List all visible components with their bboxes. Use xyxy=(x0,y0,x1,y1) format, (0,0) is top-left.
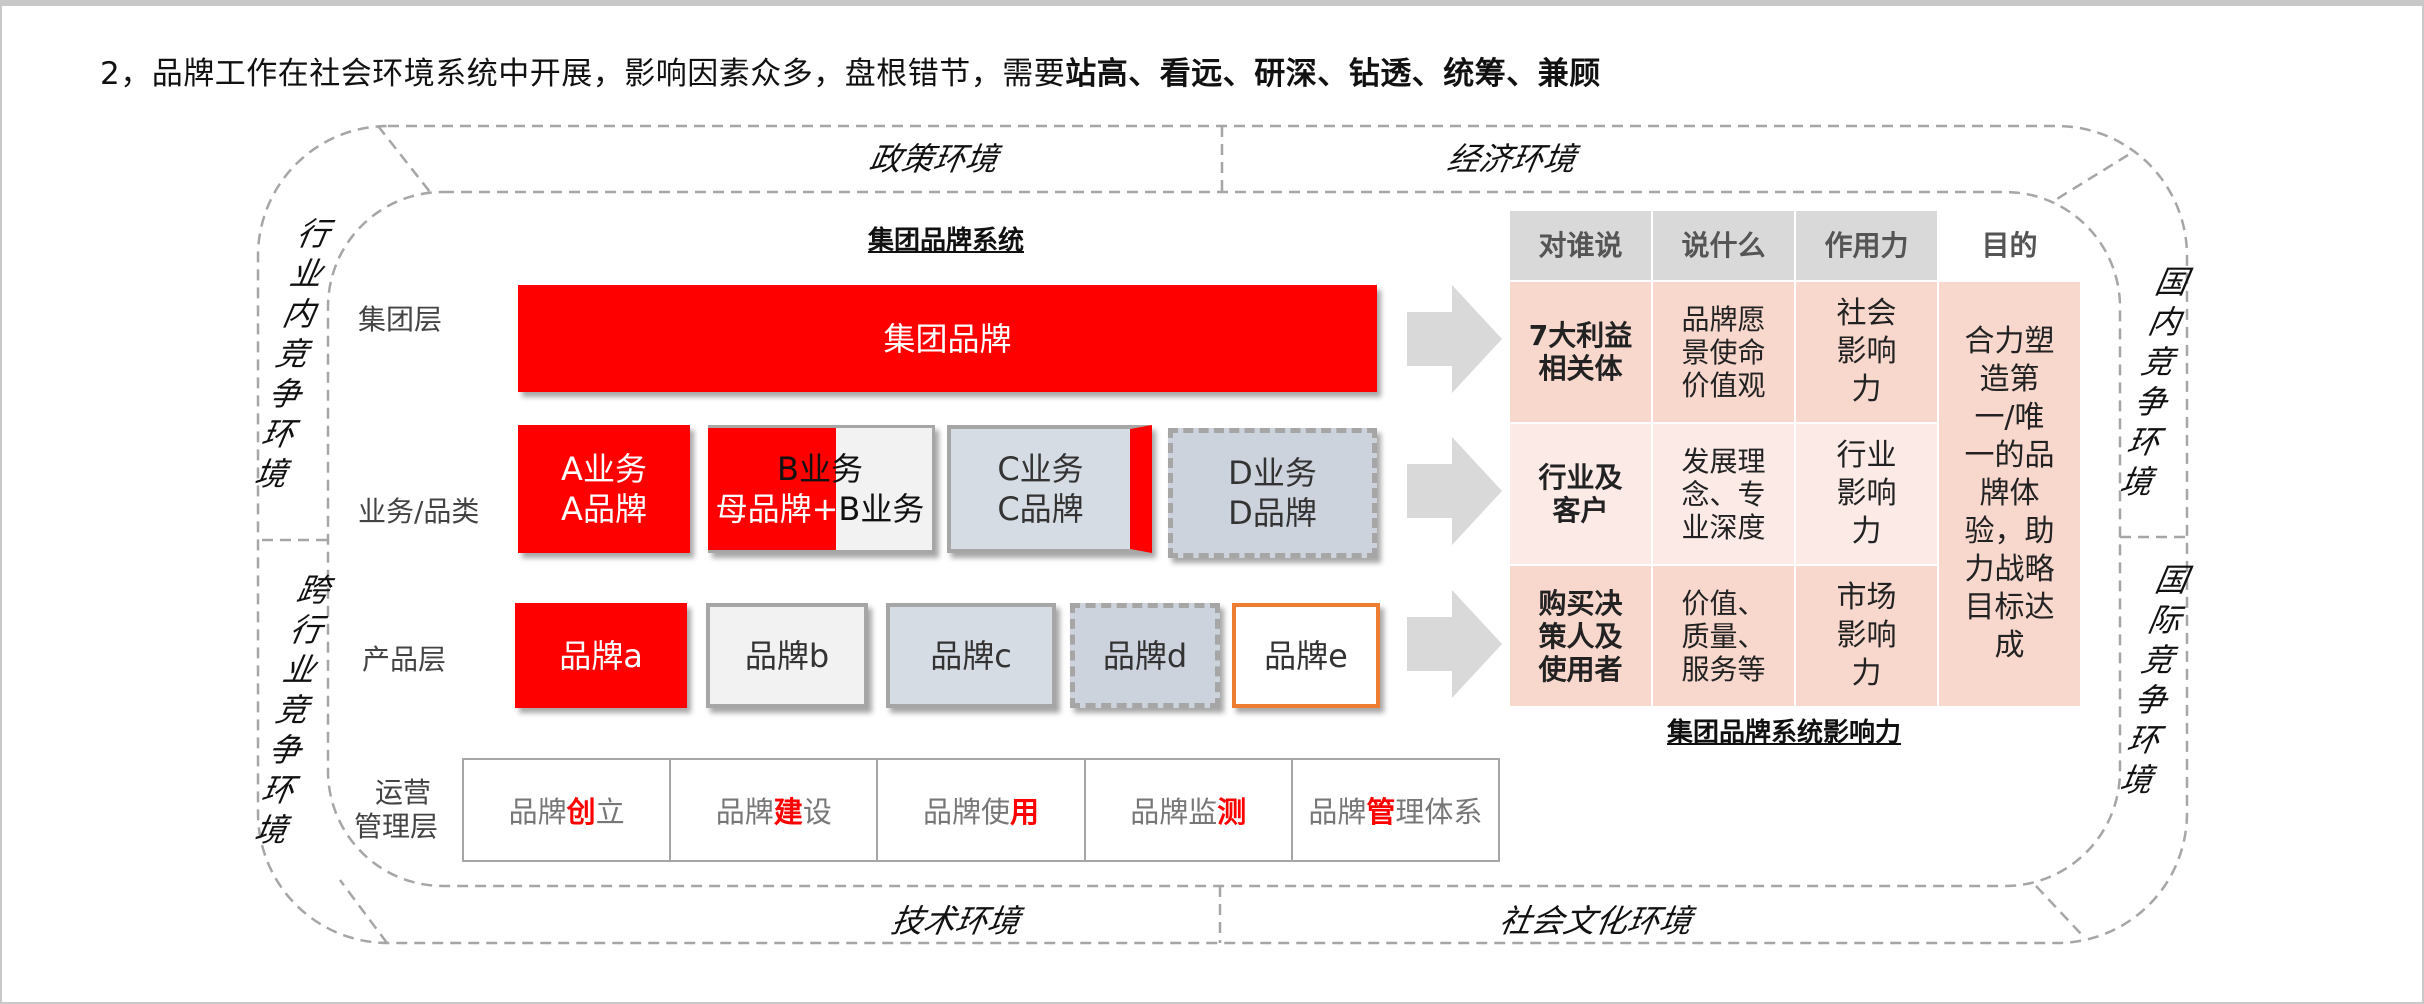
row1-force: 社会影响力 xyxy=(1796,282,1937,422)
row3-force: 市场影响力 xyxy=(1796,566,1937,706)
env-economic: 经济环境 xyxy=(1444,140,1580,178)
product-box-b: 品牌b xyxy=(706,603,868,708)
row3-who: 购买决策人及使用者 xyxy=(1510,566,1651,706)
ops-text: 品牌 xyxy=(508,795,567,829)
impact-table-header: 对谁说 说什么 作用力 目的 xyxy=(1510,211,2080,280)
header-what: 说什么 xyxy=(1653,211,1794,280)
ops-use: 品牌使用 xyxy=(878,760,1086,860)
title-emphasis: 站高、看远、研深、钻透、统筹、兼顾 xyxy=(1065,56,1601,92)
ops-monitor: 品牌监测 xyxy=(1086,760,1293,860)
product-box-a: 品牌a xyxy=(515,603,687,708)
business-a-line2: A品牌 xyxy=(561,490,647,528)
arrow-right-icon xyxy=(1407,437,1502,545)
env-social-culture: 社会文化环境 xyxy=(1496,902,1696,940)
product-c-label: 品牌c xyxy=(930,636,1012,675)
group-brand-label: 集团品牌 xyxy=(883,319,1012,358)
impact-table: 对谁说 说什么 作用力 目的 7大利益相关体 品牌愿景使命价值观 社会影响力 合… xyxy=(1508,209,2082,708)
header-force: 作用力 xyxy=(1796,211,1937,280)
layer-label-operations-line2: 管理层 xyxy=(354,810,439,843)
layer-label-operations: 运营 管理层 xyxy=(354,776,438,844)
row1-what: 品牌愿景使命价值观 xyxy=(1653,282,1794,422)
row3-what: 价值、质量、服务等 xyxy=(1653,566,1794,706)
inner-ring xyxy=(326,190,2122,888)
business-a-line1: A业务 xyxy=(561,450,647,488)
product-a-label: 品牌a xyxy=(559,636,643,675)
ops-text: 品牌监 xyxy=(1130,795,1218,829)
ops-highlight: 创 xyxy=(566,795,596,829)
business-b-line1: B业务 xyxy=(777,450,863,488)
arrow-right-icon xyxy=(1407,285,1502,393)
product-box-c: 品牌c xyxy=(886,603,1056,708)
ops-highlight: 用 xyxy=(1010,795,1040,829)
ops-text: 立 xyxy=(595,795,625,829)
header-goal: 目的 xyxy=(1981,229,2038,262)
operations-row: 品牌创立 品牌建设 品牌使用 品牌监测 品牌管理体系 xyxy=(462,758,1500,862)
product-e-label: 品牌e xyxy=(1264,636,1348,675)
table-row: 7大利益相关体 品牌愿景使命价值观 社会影响力 合力塑造第一/唯一的品牌体验，助… xyxy=(1510,282,2080,706)
ops-highlight: 测 xyxy=(1217,795,1247,829)
row1-who: 7大利益相关体 xyxy=(1510,282,1651,422)
business-b-line2: B业务 xyxy=(838,490,925,528)
layer-label-operations-line1: 运营 xyxy=(375,776,432,809)
ops-create: 品牌创立 xyxy=(464,760,672,860)
env-technology: 技术环境 xyxy=(888,902,1024,940)
arrow-right-icon xyxy=(1407,590,1502,698)
page-title: 2，品牌工作在社会环境系统中开展，影响因素众多，盘根错节，需要站高、看远、研深、… xyxy=(100,48,1601,93)
business-c-line1: C业务 xyxy=(997,450,1084,488)
business-d-line1: D业务 xyxy=(1228,454,1317,492)
row2-force: 行业影响力 xyxy=(1796,424,1937,564)
product-box-d: 品牌d xyxy=(1070,603,1220,708)
business-b-mother-brand: 母品牌+ xyxy=(715,490,839,528)
ops-highlight: 建 xyxy=(773,795,803,829)
ops-text: 品牌 xyxy=(1308,795,1367,829)
table-row: 购买决策人及使用者 价值、质量、服务等 市场影响力 xyxy=(1510,566,2080,706)
ops-text: 品牌 xyxy=(715,795,774,829)
system-title: 集团品牌系统 xyxy=(868,226,1025,256)
ops-management: 品牌管理体系 xyxy=(1293,760,1498,860)
goal-cell: 合力塑造第一/唯一的品牌体验，助力战略目标达成 xyxy=(1939,282,2080,706)
ops-build: 品牌建设 xyxy=(671,760,879,860)
ops-text: 品牌使 xyxy=(922,795,1010,829)
table-row: 行业及客户 发展理念、专业深度 行业影响力 xyxy=(1510,424,2080,564)
title-prefix: 2，品牌工作在社会环境系统中开展，影响因素众多，盘根错节，需要 xyxy=(100,56,1066,92)
business-d-line2: D品牌 xyxy=(1228,494,1317,532)
business-c-line2: C品牌 xyxy=(997,490,1084,528)
header-who: 对谁说 xyxy=(1510,211,1651,280)
business-box-b: B业务 母品牌+B业务 xyxy=(708,425,935,553)
row2-who: 行业及客户 xyxy=(1510,424,1651,564)
ops-text: 理体系 xyxy=(1395,795,1483,829)
row2-what: 发展理念、专业深度 xyxy=(1653,424,1794,564)
layer-label-product: 产品层 xyxy=(362,643,447,676)
product-b-label: 品牌b xyxy=(744,636,830,675)
layer-label-business: 业务/品类 xyxy=(358,495,480,528)
ops-highlight: 管 xyxy=(1366,795,1396,829)
product-box-e: 品牌e xyxy=(1232,603,1380,708)
ops-text: 设 xyxy=(802,795,832,829)
impact-caption: 集团品牌系统影响力 xyxy=(1667,718,1902,748)
product-d-label: 品牌d xyxy=(1102,636,1188,675)
env-policy: 政策环境 xyxy=(866,140,1002,178)
group-brand-bar: 集团品牌 xyxy=(518,285,1377,392)
layer-label-group: 集团层 xyxy=(358,303,443,336)
